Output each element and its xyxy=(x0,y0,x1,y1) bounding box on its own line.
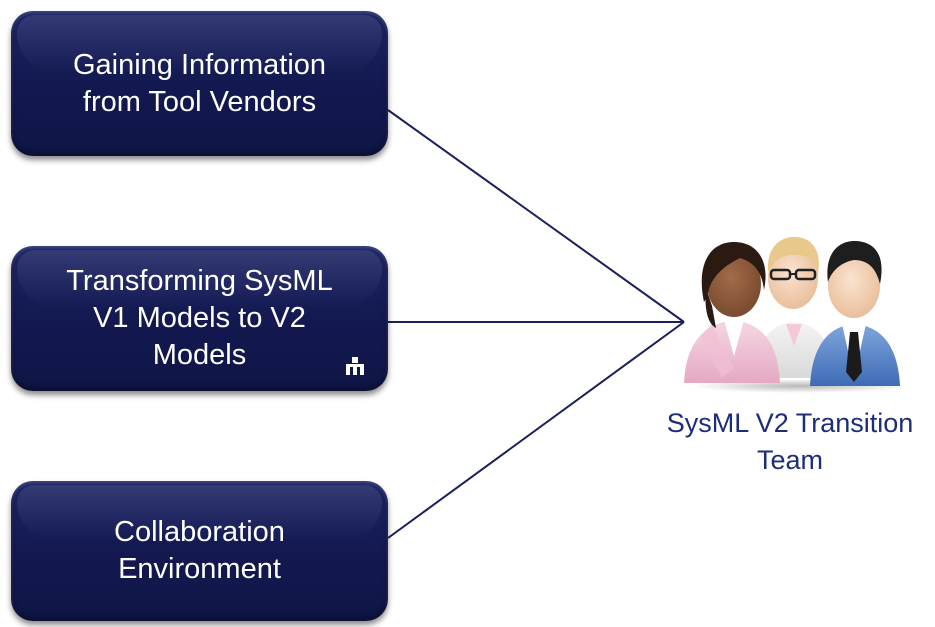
box-label: Collaboration Environment xyxy=(114,516,285,585)
connector-line-1 xyxy=(387,109,685,323)
connector-line-3 xyxy=(387,321,685,539)
team-people-icon xyxy=(684,236,910,393)
box-transforming-models[interactable]: Transforming SysML V1 Models to V2 Model… xyxy=(11,246,388,391)
team-label: SysML V2 Transition Team xyxy=(666,408,914,475)
box-label: Gaining Information from Tool Vendors xyxy=(72,48,327,118)
box-gaining-information[interactable]: Gaining Information from Tool Vendors xyxy=(11,11,388,156)
box-collaboration-environment[interactable]: Collaboration Environment xyxy=(11,481,388,621)
hierarchy-icon[interactable] xyxy=(344,355,366,377)
box-label: Transforming SysML V1 Models to V2 Model… xyxy=(66,265,333,371)
